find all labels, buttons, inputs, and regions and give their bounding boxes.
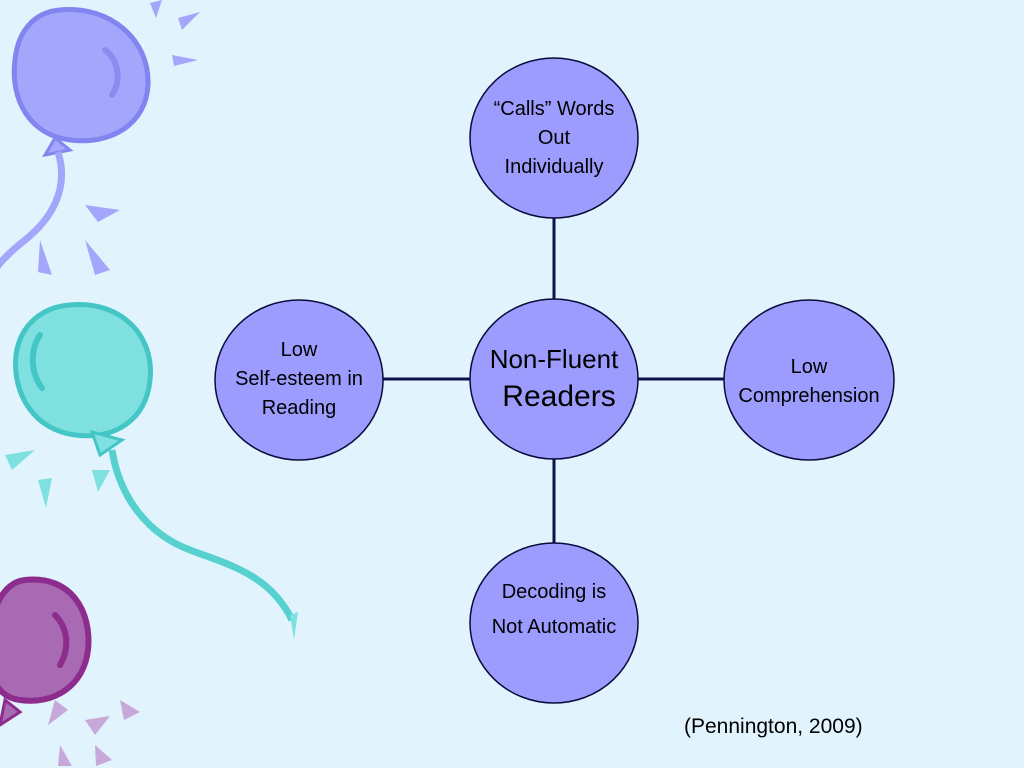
blue-balloon-icon bbox=[0, 0, 200, 275]
teal-balloon-icon bbox=[5, 302, 298, 640]
bottom-node bbox=[469, 542, 639, 704]
top-node bbox=[469, 57, 639, 219]
center-node bbox=[469, 298, 639, 460]
right-node bbox=[723, 299, 895, 461]
purple-balloon-icon bbox=[0, 576, 140, 766]
left-node bbox=[214, 299, 384, 461]
citation: (Pennington, 2009) bbox=[684, 715, 863, 738]
